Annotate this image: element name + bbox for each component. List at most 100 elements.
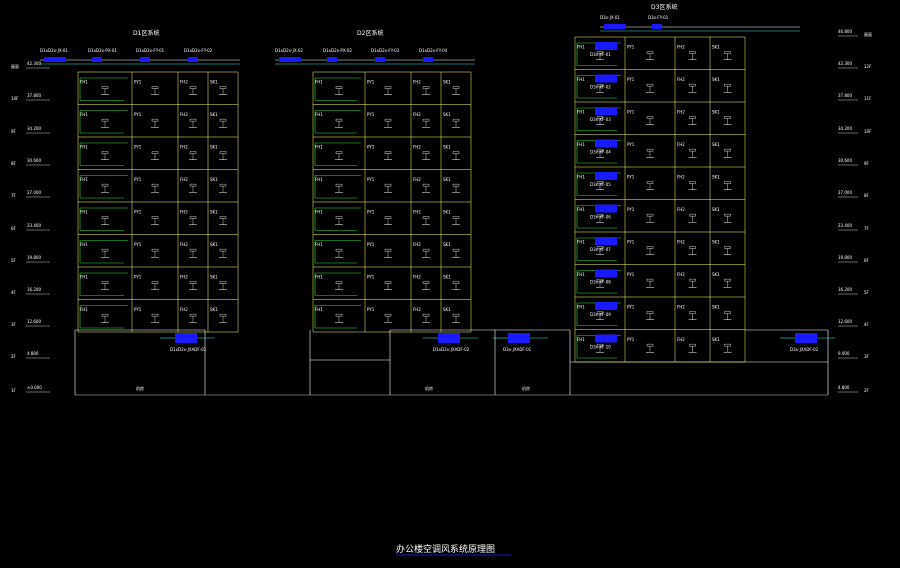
floor-name: 5F bbox=[11, 258, 17, 263]
cell-label: FH2 bbox=[413, 307, 421, 312]
room-label: 机房 bbox=[522, 385, 530, 391]
floor-ahu-unit bbox=[595, 334, 617, 343]
cell-label: PY1 bbox=[627, 304, 635, 309]
cell-label: PY1 bbox=[627, 44, 635, 49]
cell-label: FH2 bbox=[413, 112, 421, 117]
floor-ahu-unit bbox=[595, 302, 617, 310]
cell-label: PY1 bbox=[627, 337, 635, 342]
cell-label: SK1 bbox=[443, 209, 451, 214]
ahu-tag: D3x-FY-01 bbox=[648, 15, 669, 20]
unit-tag: D1xD2x-JXADF-02 bbox=[433, 347, 470, 352]
ahu-unit bbox=[375, 57, 385, 62]
floor-elevation: 30.600 bbox=[838, 158, 852, 163]
cell-label: PY1 bbox=[367, 209, 375, 214]
floor-elevation: 27.000 bbox=[838, 190, 852, 195]
cell-label: FH2 bbox=[180, 209, 188, 214]
cell-label: SK1 bbox=[712, 77, 720, 82]
floor-elevation: 4.800 bbox=[27, 351, 39, 356]
cell-label: FH2 bbox=[413, 242, 421, 247]
ahu-unit bbox=[423, 57, 433, 62]
cell-label: SK1 bbox=[210, 177, 218, 182]
cell-label: PY1 bbox=[627, 142, 635, 147]
floor-name: 9F bbox=[864, 161, 870, 166]
floor-ahu-tag: D3x-XF-08 bbox=[590, 280, 611, 285]
floor-elevation: 12.600 bbox=[27, 319, 41, 324]
floor-name: 6F bbox=[864, 258, 870, 263]
floor-elevation: 23.400 bbox=[838, 223, 852, 228]
cell-label: FH2 bbox=[413, 177, 421, 182]
floor-elevation: 12.600 bbox=[838, 319, 852, 324]
cell-label: FH1 bbox=[315, 79, 323, 84]
cell-label: FH1 bbox=[315, 177, 323, 182]
cell-label: PY1 bbox=[367, 79, 375, 84]
cell-label: SK1 bbox=[712, 174, 720, 179]
floor-name: 4F bbox=[11, 290, 17, 295]
cell-label: PY1 bbox=[367, 307, 375, 312]
ahu-tag: D1xD2x-FY-04 bbox=[419, 48, 448, 53]
tower-label-d1: D1区系统 bbox=[133, 29, 159, 37]
cell-label: FH2 bbox=[413, 144, 421, 149]
cell-label: PY1 bbox=[134, 242, 142, 247]
floor-labels: 42.300屋面37.80010F34.2009F30.6008F27.0007… bbox=[11, 29, 872, 393]
floor-ahu-unit bbox=[595, 172, 617, 180]
floor-name: 10F bbox=[11, 96, 19, 101]
cell-label: FH2 bbox=[180, 112, 188, 117]
bottom-ahu-d2 bbox=[438, 333, 460, 343]
floor-ahu-tag: D3x-XF-06 bbox=[590, 215, 611, 220]
floor-ahu-tag: D3x-XF-02 bbox=[590, 85, 611, 90]
floor-ahu-unit bbox=[595, 204, 617, 213]
tower-label-d2: D2区系统 bbox=[357, 29, 383, 37]
cell-label: SK1 bbox=[443, 79, 451, 84]
bottom-ahu-d1 bbox=[175, 333, 197, 343]
ahu-unit bbox=[327, 57, 337, 62]
ahu-unit bbox=[188, 57, 198, 62]
center-ahu bbox=[508, 333, 530, 343]
cell-label: FH1 bbox=[577, 142, 585, 147]
cell-label: FH2 bbox=[677, 337, 685, 342]
cell-label: FH1 bbox=[80, 112, 88, 117]
floor-name: 12F bbox=[864, 64, 872, 69]
cell-label: FH1 bbox=[80, 177, 88, 182]
cell-label: PY1 bbox=[134, 112, 142, 117]
cell-label: FH2 bbox=[677, 77, 685, 82]
cell-label: FH2 bbox=[413, 79, 421, 84]
ahu-tag: D1xD2x-PX-02 bbox=[323, 48, 352, 53]
floor-ahu-tag: D3x-XF-04 bbox=[590, 150, 611, 155]
cell-label: FH1 bbox=[315, 112, 323, 117]
unit-tag: D1xD2x-JXADF-01 bbox=[170, 347, 207, 352]
floor-elevation: 34.200 bbox=[27, 126, 41, 131]
cell-label: PY1 bbox=[134, 79, 142, 84]
cell-label: SK1 bbox=[443, 144, 451, 149]
floor-elevation: 19.800 bbox=[27, 255, 41, 260]
room-label: 机房 bbox=[425, 385, 433, 391]
cell-label: SK1 bbox=[712, 239, 720, 244]
floor-elevation: 42.300 bbox=[27, 61, 41, 66]
tower-label-d3: D3区系统 bbox=[651, 3, 677, 11]
cell-label: PY1 bbox=[134, 274, 142, 279]
floor-ahu-tag: D3x-XF-07 bbox=[590, 247, 611, 252]
ahu-unit bbox=[140, 57, 150, 62]
cell-label: PY1 bbox=[367, 177, 375, 182]
ahu-tag: D1xD2x-FY-03 bbox=[371, 48, 400, 53]
cell-label: SK1 bbox=[443, 242, 451, 247]
cell-label: FH2 bbox=[180, 177, 188, 182]
ahu-tag: D3x-JX-01 bbox=[600, 15, 620, 20]
cell-label: PY1 bbox=[627, 239, 635, 244]
cell-label: FH2 bbox=[677, 239, 685, 244]
floor-ahu-tag: D3x-XF-03 bbox=[590, 117, 611, 122]
cell-label: FH2 bbox=[677, 207, 685, 212]
ahu-tag: D1xD2x-FY-02 bbox=[184, 48, 213, 53]
cell-label: FH2 bbox=[677, 109, 685, 114]
cell-label: FH1 bbox=[315, 274, 323, 279]
cell-label: FH2 bbox=[677, 44, 685, 49]
cell-label: SK1 bbox=[210, 242, 218, 247]
cell-label: PY1 bbox=[627, 109, 635, 114]
floor-name: 6F bbox=[11, 226, 17, 231]
cell-label: FH1 bbox=[80, 209, 88, 214]
bottom-ahu-d3 bbox=[795, 333, 817, 343]
cell-label: FH1 bbox=[577, 304, 585, 309]
